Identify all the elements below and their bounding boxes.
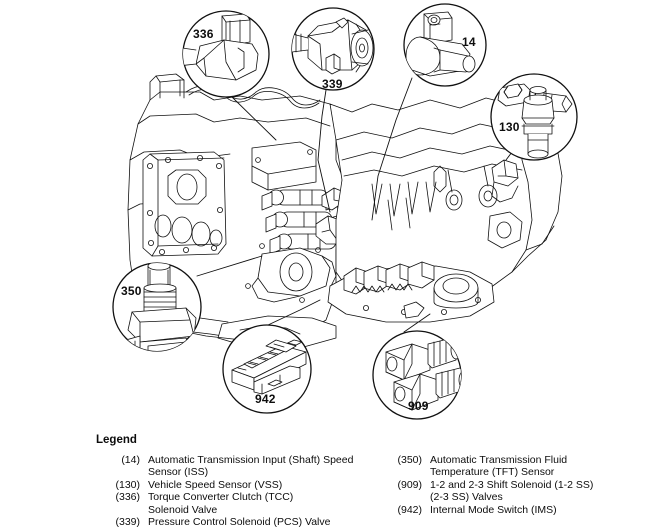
callout-circle-350 [112, 262, 202, 352]
transmission-diagram: 336 339 14 130 350 942 909 [112, 3, 578, 420]
legend-column-right: (350) Automatic Transmission Fluid Tempe… [378, 454, 650, 516]
legend-desc-line1: Internal Mode Switch (IMS) [430, 503, 557, 516]
legend-ref: (350) [397, 454, 422, 466]
legend-ref: (942) [397, 503, 422, 516]
callout-circle-336 [182, 10, 270, 98]
callout-circle-130 [490, 73, 578, 161]
callout-label-130: 130 [499, 120, 520, 134]
legend-desc-line1: Automatic Transmission Input (Shaft) Spe… [148, 454, 354, 466]
legend-desc-line1: Automatic Transmission Fluid [430, 454, 568, 466]
legend-item: (350) Automatic Transmission Fluid Tempe… [378, 454, 650, 479]
legend-ref: (130) [115, 478, 140, 491]
legend-description: 1-2 and 2-3 Shift Solenoid (1-2 SS) (2-3… [430, 479, 650, 504]
legend-desc-line1: Pressure Control Solenoid (PCS) Valve [148, 516, 331, 528]
legend-description: Vehicle Speed Sensor (VSS) [148, 479, 378, 491]
callout-circle-14 [403, 3, 487, 87]
legend-desc-line2: Solenoid Valve [148, 503, 218, 516]
legend-ref: (339) [115, 516, 140, 528]
diagram-artwork [112, 3, 578, 420]
legend-item: (130) Vehicle Speed Sensor (VSS) [96, 479, 378, 491]
legend-desc-line2: (2-3 SS) Valves [430, 491, 503, 504]
legend-item: (942) Internal Mode Switch (IMS) [378, 504, 650, 516]
legend: Legend (14) Automatic Transmission Input… [0, 428, 650, 528]
callout-circle-339 [291, 7, 375, 91]
legend-desc-line2: Sensor (ISS) [148, 466, 209, 479]
legend-desc-line1: 1-2 and 2-3 Shift Solenoid (1-2 SS) [430, 478, 594, 491]
callout-circle-942 [222, 324, 312, 414]
callout-circle-909 [372, 330, 462, 420]
legend-title: Legend [96, 434, 137, 446]
legend-description: Torque Converter Clutch (TCC) Solenoid V… [148, 491, 378, 516]
callout-label-339: 339 [322, 77, 343, 91]
legend-ref: (336) [115, 491, 140, 504]
legend-description: Automatic Transmission Fluid Temperature… [430, 454, 650, 479]
legend-desc-line2: Temperature (TFT) Sensor [430, 466, 555, 479]
legend-item: (339) Pressure Control Solenoid (PCS) Va… [96, 516, 378, 528]
legend-column-left: (14) Automatic Transmission Input (Shaft… [96, 454, 378, 528]
legend-item: (336) Torque Converter Clutch (TCC) Sole… [96, 491, 378, 516]
legend-description: Internal Mode Switch (IMS) [430, 504, 650, 516]
legend-ref: (14) [121, 454, 140, 466]
legend-desc-line1: Torque Converter Clutch (TCC) [148, 491, 294, 504]
valve-body-detail [245, 141, 377, 303]
leader-lines [196, 77, 513, 333]
callout-label-350: 350 [121, 284, 142, 298]
callout-label-14: 14 [462, 35, 476, 49]
legend-item: (909) 1-2 and 2-3 Shift Solenoid (1-2 SS… [378, 479, 650, 504]
legend-desc-line1: Vehicle Speed Sensor (VSS) [148, 478, 283, 491]
legend-description: Automatic Transmission Input (Shaft) Spe… [148, 454, 378, 479]
transmission-rear-case [329, 97, 563, 301]
legend-item: (14) Automatic Transmission Input (Shaft… [96, 454, 378, 479]
callout-label-336: 336 [193, 27, 214, 41]
legend-ref: (909) [397, 478, 422, 491]
callout-label-942: 942 [255, 392, 276, 406]
callout-label-909: 909 [408, 399, 429, 413]
legend-description: Pressure Control Solenoid (PCS) Valve [148, 516, 378, 528]
